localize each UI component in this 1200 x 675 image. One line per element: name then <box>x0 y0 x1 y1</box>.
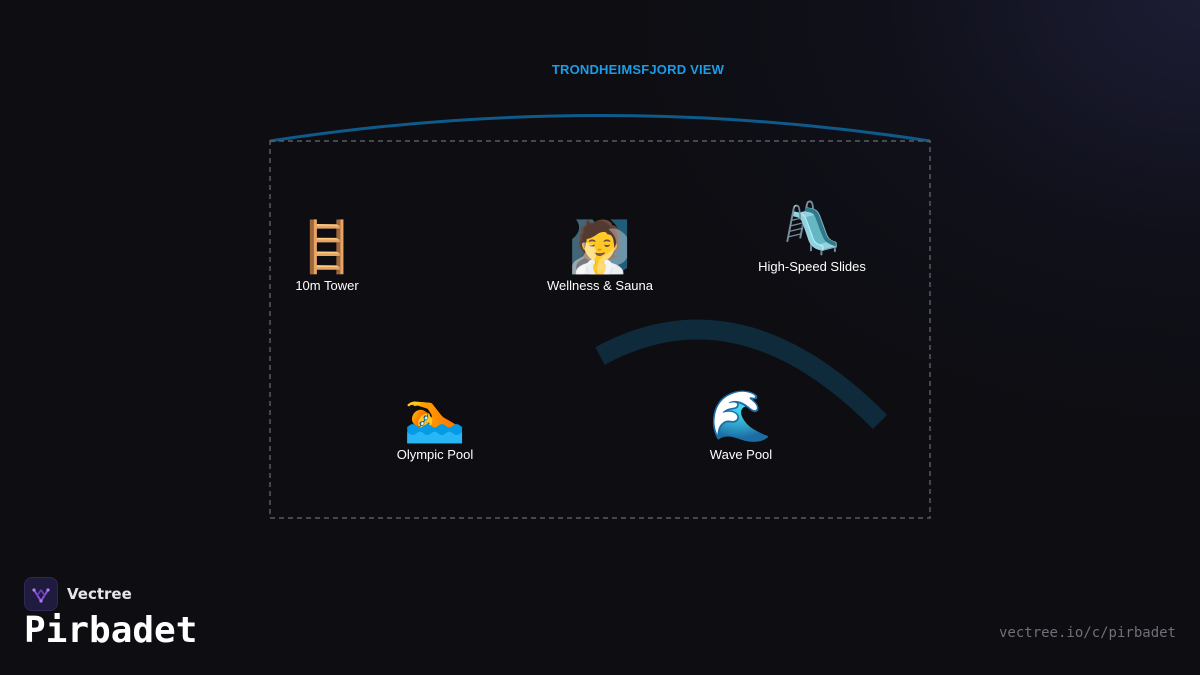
zone-label: Olympic Pool <box>396 447 474 462</box>
zone-10m-tower[interactable]: 🪜 10m Tower <box>227 219 427 293</box>
zone-olympic-pool[interactable]: 🏊 Olympic Pool <box>335 388 535 462</box>
zone-wellness-sauna[interactable]: 🧖 Wellness & Sauna <box>500 219 700 293</box>
fjord-shoreline <box>269 114 931 143</box>
zone-label: High-Speed Slides <box>758 259 866 274</box>
person-in-steamy-room-icon: 🧖 <box>568 218 632 276</box>
swimmer-icon: 🏊 <box>403 387 467 445</box>
ladder-icon: 🪜 <box>295 218 359 276</box>
footer-url[interactable]: vectree.io/c/pirbadet <box>998 625 1176 641</box>
playground-slide-icon: 🛝 <box>780 199 844 257</box>
zone-label: Wellness & Sauna <box>547 278 653 293</box>
brand[interactable]: Vectree <box>24 577 132 611</box>
flow-arc <box>595 319 888 430</box>
fjord-view-label: TRONDHEIMSFJORD VIEW <box>551 62 725 77</box>
zone-wave-pool[interactable]: 🌊 Wave Pool <box>641 388 841 462</box>
brand-name: Vectree <box>67 585 132 603</box>
water-wave-icon: 🌊 <box>709 387 773 445</box>
zone-label: Wave Pool <box>709 447 773 462</box>
vectree-logo-icon <box>24 577 58 611</box>
zone-high-speed-slides[interactable]: 🛝 High-Speed Slides <box>712 200 912 274</box>
page-title: Pirbadet <box>24 610 198 651</box>
zone-label: 10m Tower <box>295 278 359 293</box>
facility-boundary <box>269 140 931 519</box>
